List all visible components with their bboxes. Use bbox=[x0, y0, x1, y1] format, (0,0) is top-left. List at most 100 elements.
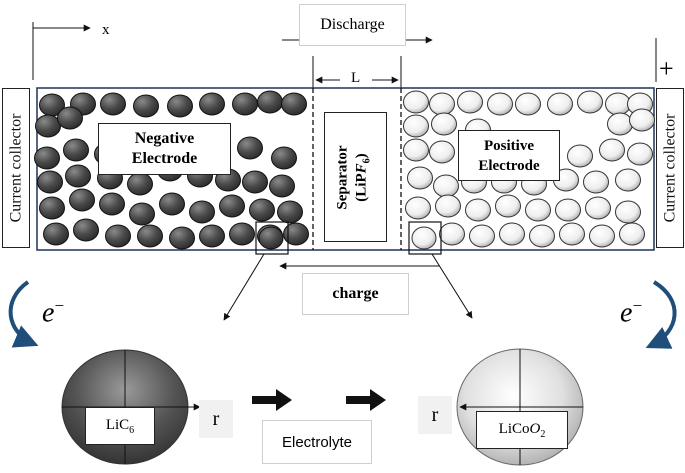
negative-electrode-particle bbox=[189, 200, 215, 224]
negative-electrode-label-box: Negative Electrode bbox=[98, 123, 231, 175]
discharge-label: Discharge bbox=[320, 16, 385, 33]
positive-electrode-particle bbox=[629, 108, 655, 132]
negative-electrode-particle bbox=[257, 90, 283, 114]
block-arrow-2-icon bbox=[346, 389, 386, 411]
cathode-radius-label: r bbox=[418, 396, 452, 434]
positive-electrode-particle bbox=[615, 168, 641, 192]
electron-left-label: e− bbox=[42, 296, 65, 329]
positive-electrode-particle bbox=[547, 92, 573, 116]
positive-electrode-particle bbox=[619, 222, 645, 246]
positive-electrode-particle bbox=[525, 198, 551, 222]
negative-electrode-particle bbox=[57, 106, 83, 130]
x-axis-label: x bbox=[102, 22, 110, 38]
cathode-material-label: LiCoO2 bbox=[476, 411, 568, 449]
length-label: L bbox=[348, 70, 364, 87]
negative-electrode-particle bbox=[283, 222, 309, 246]
positive-electrode-particle bbox=[465, 198, 491, 222]
positive-electrode-particle bbox=[589, 224, 615, 248]
positive-electrode-particle bbox=[499, 222, 525, 246]
positive-electrode-particle bbox=[429, 140, 455, 164]
highlighted-cathode-particle bbox=[411, 226, 437, 250]
electron-flow-right-icon bbox=[645, 280, 677, 349]
charge-label-box: charge bbox=[302, 273, 409, 315]
anode-material-label: LiC6 bbox=[85, 407, 155, 445]
negative-electrode-particle bbox=[100, 92, 126, 116]
anode-zoom-arrow bbox=[223, 253, 265, 321]
positive-electrode-particle bbox=[435, 194, 461, 218]
negative-electrode-particle bbox=[169, 226, 195, 250]
negative-electrode-particle bbox=[219, 194, 245, 218]
cathode-zoom-arrow bbox=[431, 253, 473, 319]
negative-electrode-particle bbox=[159, 192, 185, 216]
negative-electrode-particle bbox=[199, 92, 225, 116]
negative-electrode-particle bbox=[69, 188, 95, 212]
positive-electrode-particle bbox=[559, 222, 585, 246]
negative-electrode-particle bbox=[229, 222, 255, 246]
positive-electrode-line1: Positive bbox=[484, 137, 534, 154]
cathode-particle-highlight bbox=[408, 221, 442, 255]
positive-electrode-label-box: Positive Electrode bbox=[458, 130, 560, 181]
positive-electrode-particle bbox=[469, 224, 495, 248]
block-arrow-1-icon bbox=[252, 389, 292, 411]
negative-electrode-particle bbox=[232, 92, 258, 116]
negative-electrode-particle bbox=[199, 224, 225, 248]
positive-electrode-line2: Electrode bbox=[478, 157, 540, 174]
current-collector-left-label: Current collector bbox=[7, 113, 24, 223]
negative-electrode-particle bbox=[34, 146, 60, 170]
electrolyte-label: Electrolyte bbox=[281, 433, 353, 451]
positive-electrode-particle bbox=[583, 170, 609, 194]
electron-flow-left-icon bbox=[8, 280, 39, 348]
negative-electrode-particle bbox=[129, 202, 155, 226]
negative-electrode-particle bbox=[65, 164, 91, 188]
positive-electrode-particle bbox=[615, 200, 641, 224]
positive-electrode-particle bbox=[433, 174, 459, 198]
positive-electrode-particle bbox=[605, 92, 631, 116]
negative-electrode-particle bbox=[63, 138, 89, 162]
positive-electrode-particle bbox=[407, 166, 433, 190]
positive-electrode-particle bbox=[529, 224, 555, 248]
positive-electrode-particle bbox=[607, 112, 633, 136]
positive-electrode-particle bbox=[403, 114, 429, 138]
electron-right-label: e− bbox=[620, 296, 643, 329]
positive-electrode-particle bbox=[577, 90, 603, 114]
cell-frame bbox=[36, 87, 655, 251]
positive-electrode-particle bbox=[555, 198, 581, 222]
positive-electrode-particle bbox=[403, 90, 429, 114]
positive-electrode-particle bbox=[487, 92, 513, 116]
negative-particles bbox=[34, 90, 309, 250]
positive-electrode-particle bbox=[457, 90, 483, 114]
positive-electrode-particle bbox=[431, 112, 457, 136]
negative-electrode-particle bbox=[271, 146, 297, 170]
positive-electrode-particle bbox=[439, 222, 465, 246]
negative-electrode-particle bbox=[127, 172, 153, 196]
charge-label: charge bbox=[332, 285, 379, 302]
current-collector-left: Current collector bbox=[2, 88, 30, 248]
negative-electrode-particle bbox=[35, 114, 61, 138]
negative-electrode-particle bbox=[73, 218, 99, 242]
anode-particle-highlight bbox=[255, 221, 289, 255]
negative-electrode-particle bbox=[99, 192, 125, 216]
positive-electrode-particle bbox=[599, 138, 625, 162]
separator-label-box: Separator (LiPF6) bbox=[324, 112, 387, 242]
negative-electrode-particle bbox=[242, 170, 268, 194]
negative-electrode-particle bbox=[39, 196, 65, 220]
positive-electrode-particle bbox=[429, 92, 455, 116]
discharge-label-box: Discharge bbox=[299, 4, 406, 46]
positive-electrode-particle bbox=[495, 194, 521, 218]
negative-electrode-particle bbox=[277, 200, 303, 224]
negative-electrode-line1: Negative bbox=[134, 130, 195, 147]
negative-electrode-particle bbox=[37, 170, 63, 194]
positive-electrode-particle bbox=[515, 92, 541, 116]
positive-electrode-particle bbox=[567, 144, 593, 168]
negative-electrode-particle bbox=[137, 224, 163, 248]
negative-electrode-particle bbox=[167, 94, 193, 118]
positive-electrode-particle bbox=[405, 196, 431, 220]
separator-line2: (LiPF6) bbox=[354, 152, 373, 202]
negative-electrode-particle bbox=[281, 92, 307, 116]
positive-electrode-particle bbox=[585, 196, 611, 220]
negative-electrode-particle bbox=[269, 174, 295, 198]
negative-electrode-particle bbox=[43, 222, 69, 246]
separator-line1: Separator bbox=[335, 144, 351, 210]
positive-electrode-particle bbox=[403, 138, 429, 162]
